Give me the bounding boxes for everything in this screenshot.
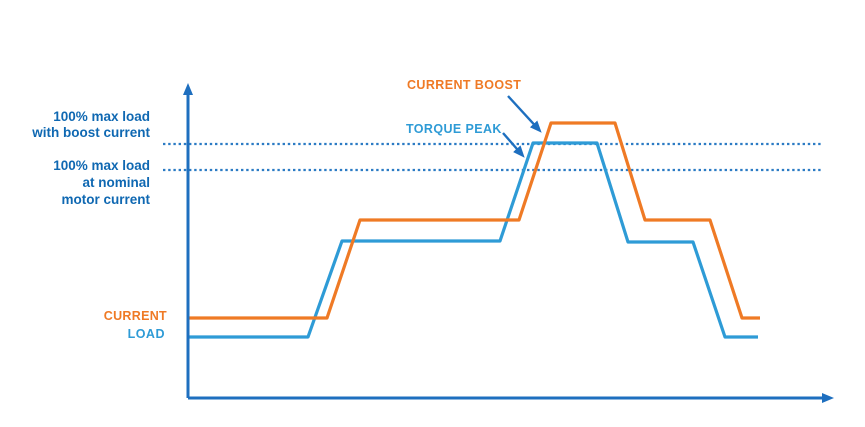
axes [183,83,834,403]
current-series-label: CURRENT [103,309,167,323]
torque-peak-label: TORQUE PEAK [406,122,502,136]
current-boost-label: CURRENT BOOST [407,78,522,92]
max-load-boost-label: 100% max load with boost current [32,109,150,140]
max-load-nominal-label: 100% max load at nominal motor current [53,158,150,207]
annotation-arrows [502,95,542,158]
reference-lines [163,142,823,172]
series-lines [188,121,760,339]
load-series-label: LOAD [127,327,165,341]
